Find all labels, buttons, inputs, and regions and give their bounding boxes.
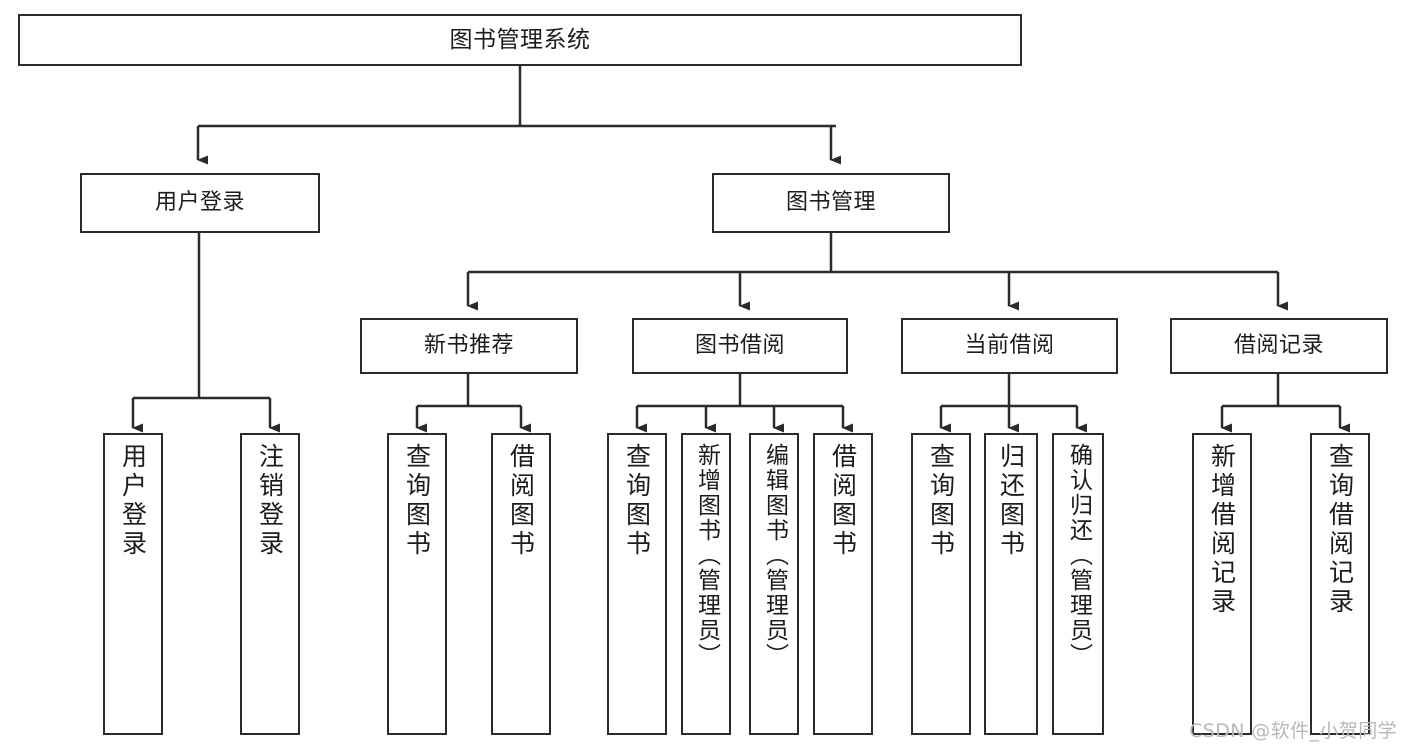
node-label: 查询图书	[622, 443, 652, 559]
node-label: 借阅图书	[828, 443, 858, 559]
node-user-login[interactable]: 用户登录	[80, 173, 320, 233]
node-label: 借阅记录	[1233, 332, 1324, 358]
csdn-watermark: CSDN @软件_小贺同学	[1189, 720, 1397, 742]
node-book-management[interactable]: 图书管理	[712, 173, 950, 233]
node-root-system[interactable]: 图书管理系统	[18, 14, 1022, 66]
node-label: 用户登录	[154, 189, 245, 215]
node-label: 图书管理系统	[449, 26, 591, 53]
leaf-confirm-return-admin[interactable]: 确认归还（管理员）	[1052, 433, 1104, 735]
node-new-book-recommend[interactable]: 新书推荐	[360, 318, 578, 374]
node-label: 图书管理	[785, 189, 876, 215]
node-label: 归还图书	[996, 443, 1026, 559]
node-book-borrow[interactable]: 图书借阅	[632, 318, 848, 374]
leaf-return-book[interactable]: 归还图书	[984, 433, 1038, 735]
leaf-borrow-book-recommend[interactable]: 借阅图书	[491, 433, 551, 735]
node-label: 查询借阅记录	[1325, 443, 1355, 617]
leaf-user-login[interactable]: 用户登录	[103, 433, 163, 735]
node-label: 查询图书	[402, 443, 432, 559]
leaf-add-book-admin[interactable]: 新增图书（管理员）	[681, 433, 731, 735]
node-label: 查询图书	[926, 443, 956, 559]
node-label: 新增借阅记录	[1207, 443, 1237, 617]
node-label: 借阅图书	[506, 443, 536, 559]
node-label: 图书借阅	[694, 332, 785, 358]
node-label: 确认归还（管理员）	[1065, 443, 1092, 668]
leaf-logout-login[interactable]: 注销登录	[240, 433, 300, 735]
node-current-borrow[interactable]: 当前借阅	[901, 318, 1118, 374]
node-label: 编辑图书（管理员）	[761, 443, 788, 668]
node-borrow-record[interactable]: 借阅记录	[1170, 318, 1388, 374]
node-label: 注销登录	[255, 443, 285, 559]
node-label: 新书推荐	[423, 332, 514, 358]
leaf-query-book-current[interactable]: 查询图书	[911, 433, 971, 735]
leaf-query-book-borrow[interactable]: 查询图书	[607, 433, 667, 735]
leaf-query-borrow-record[interactable]: 查询借阅记录	[1310, 433, 1370, 735]
node-label: 新增图书（管理员）	[693, 443, 720, 668]
leaf-edit-book-admin[interactable]: 编辑图书（管理员）	[749, 433, 799, 735]
node-label: 当前借阅	[964, 332, 1055, 358]
leaf-add-borrow-record[interactable]: 新增借阅记录	[1192, 433, 1252, 735]
leaf-query-book-recommend[interactable]: 查询图书	[387, 433, 447, 735]
leaf-borrow-book-borrow[interactable]: 借阅图书	[813, 433, 873, 735]
node-label: 用户登录	[118, 443, 148, 559]
